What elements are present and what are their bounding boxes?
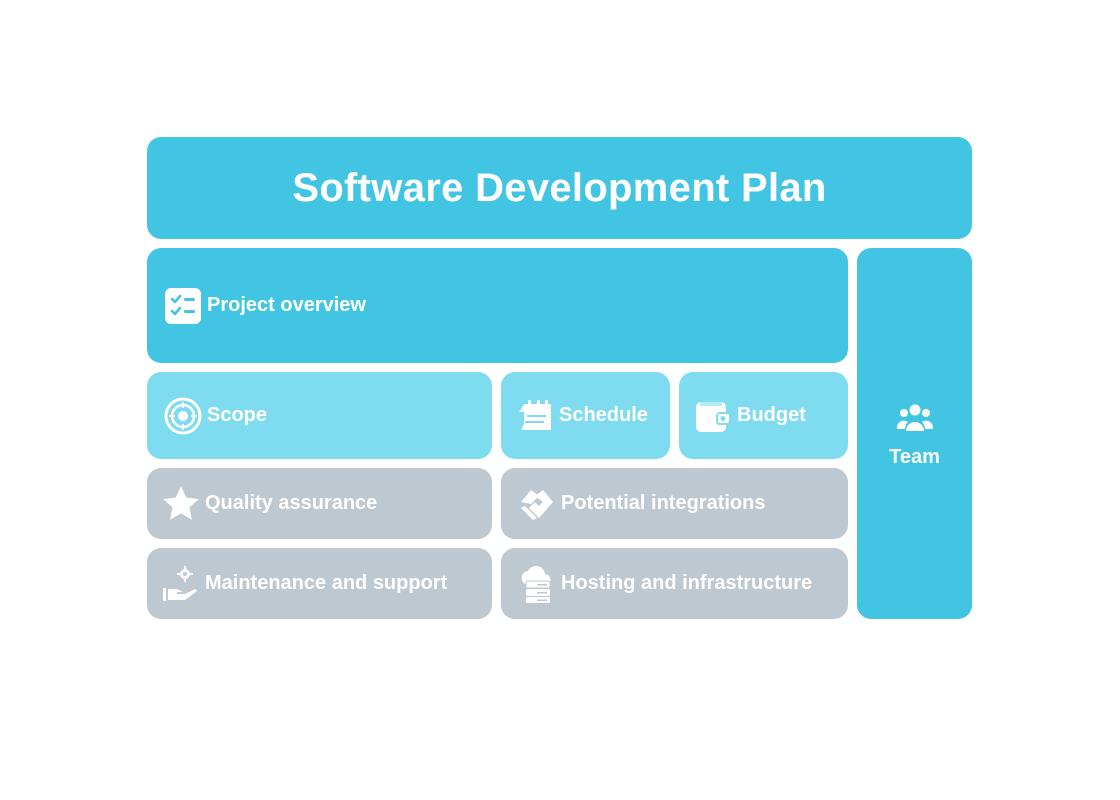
project-overview-block: Project overview <box>147 248 848 363</box>
scope-block: Scope <box>147 372 492 459</box>
maintenance-support-block: Maintenance and support <box>147 548 492 619</box>
team-label: Team <box>889 446 940 468</box>
team-icon <box>895 398 935 438</box>
maintenance-support-label: Maintenance and support <box>205 572 448 594</box>
hand-gear-icon <box>161 564 201 604</box>
budget-block: Budget <box>679 372 848 459</box>
hosting-infrastructure-label: Hosting and infrastructure <box>561 572 813 594</box>
hosting-infrastructure-block: Hosting and infrastructure <box>501 548 848 619</box>
quality-assurance-label: Quality assurance <box>205 492 378 514</box>
schedule-label: Schedule <box>559 404 648 426</box>
star-icon <box>161 484 201 524</box>
potential-integrations-label: Potential integrations <box>561 492 766 514</box>
target-icon <box>163 396 203 436</box>
quality-assurance-block: Quality assurance <box>147 468 492 539</box>
checklist-icon <box>163 286 203 326</box>
wallet-icon <box>693 396 733 436</box>
plan-title-box: Software Development Plan <box>147 137 972 239</box>
team-block: Team <box>857 248 972 619</box>
potential-integrations-block: Potential integrations <box>501 468 848 539</box>
plan-title: Software Development Plan <box>292 165 827 210</box>
budget-label: Budget <box>737 404 806 426</box>
scope-label: Scope <box>207 404 268 426</box>
project-overview-label: Project overview <box>207 294 366 316</box>
calendar-icon <box>515 396 555 436</box>
handshake-icon <box>517 484 557 524</box>
schedule-block: Schedule <box>501 372 670 459</box>
cloud-server-icon <box>517 564 557 604</box>
